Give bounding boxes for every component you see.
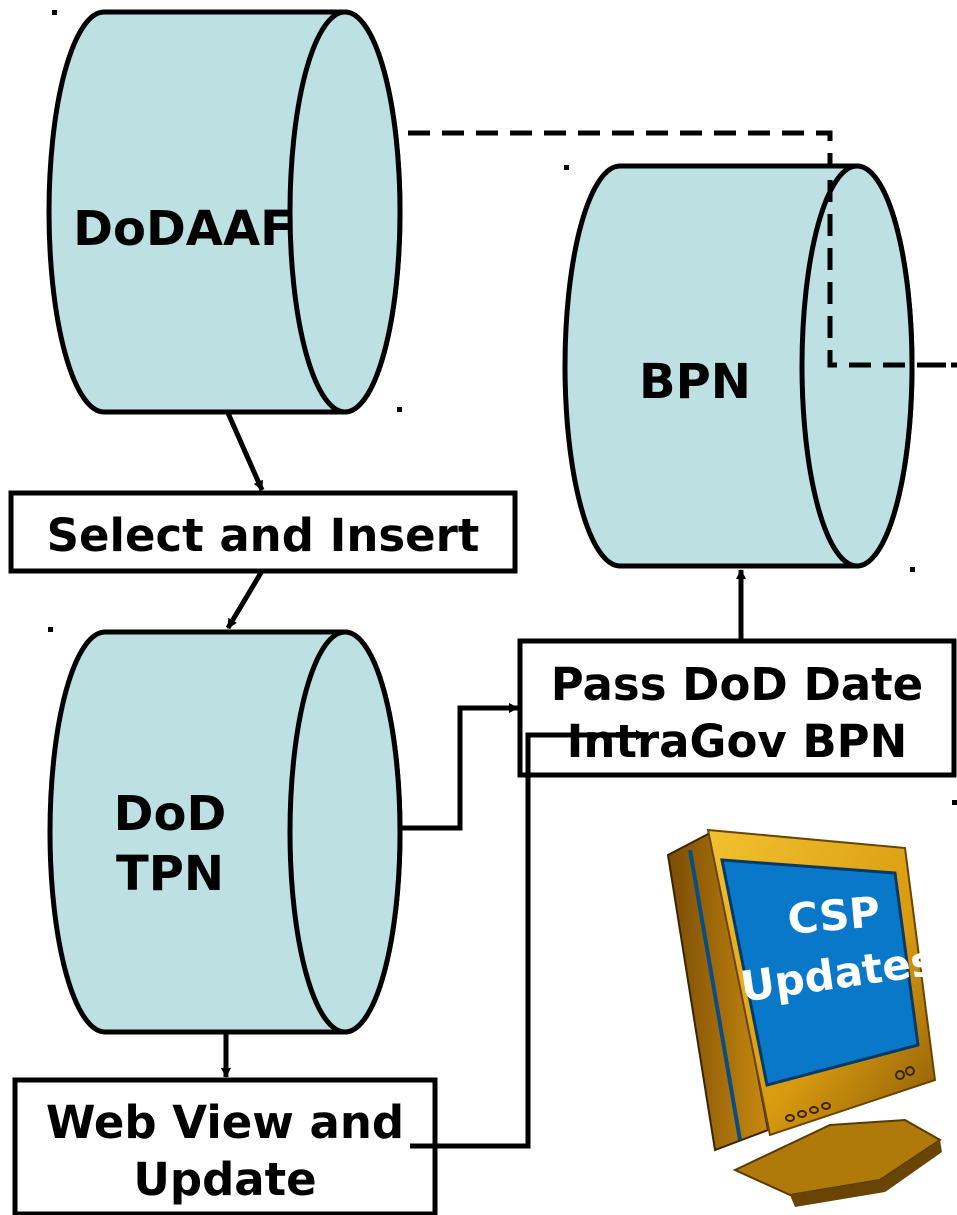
dodaaf-cylinder[interactable]: DoDAAF xyxy=(46,9,403,415)
arrow-tpn-to-pass xyxy=(400,703,519,831)
monitor-buttons xyxy=(785,1066,915,1122)
pass-dod-label-line1: Pass DoD Date xyxy=(551,658,923,711)
bpn-label: BPN xyxy=(639,354,751,410)
dod-tpn-cylinder[interactable]: DoD TPN xyxy=(47,629,403,1035)
web-view-box[interactable]: Web View and Update xyxy=(12,1077,438,1215)
arrow-select-to-tpn xyxy=(225,569,265,630)
web-view-label-line2: Update xyxy=(133,1153,316,1206)
arrows xyxy=(221,411,746,1149)
monitor-icon[interactable]: CSP Updates xyxy=(666,828,942,1207)
select-insert-label: Select and Insert xyxy=(47,509,480,562)
csp-label: CSP xyxy=(785,887,882,944)
dodaaf-label: DoDAAF xyxy=(73,201,293,257)
arrow-dodaaf-to-select xyxy=(225,411,265,492)
arrow-web-to-monitor xyxy=(410,730,646,1149)
pass-dod-box[interactable]: Pass DoD Date IntraGov BPN xyxy=(517,638,957,778)
dod-tpn-label-line2: TPN xyxy=(116,846,224,902)
monitor-screen xyxy=(720,858,920,1087)
dod-tpn-label-line1: DoD xyxy=(114,786,227,842)
web-view-label-line1: Web View and xyxy=(46,1096,404,1149)
dashed-link-overlay xyxy=(827,180,957,368)
pass-dod-label-line2: IntraGov BPN xyxy=(567,715,908,768)
select-insert-box[interactable]: Select and Insert xyxy=(8,490,518,574)
